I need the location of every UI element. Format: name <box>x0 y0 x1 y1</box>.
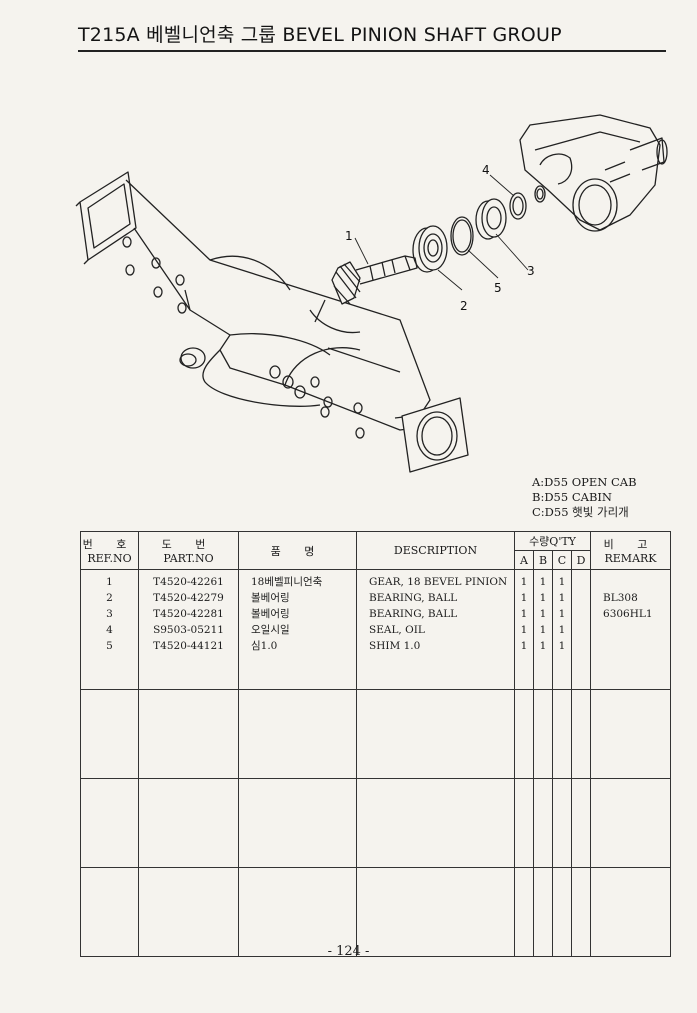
qty-a-header: A <box>514 550 534 570</box>
part-no-column: T4520-42261 T4520-42279 T4520-42281 S950… <box>138 569 239 690</box>
page-number: - 124 - <box>327 944 370 959</box>
table-cell: SEAL, OIL <box>369 624 425 636</box>
table-cell: 6306HL1 <box>603 608 653 620</box>
table-cell: 1 <box>539 640 547 652</box>
table-cell: 4 <box>106 624 113 636</box>
table-cell <box>572 622 590 638</box>
qty-b-column: 1 1 1 1 1 <box>533 569 553 690</box>
qty-c-column: 1 1 1 1 1 <box>552 569 572 690</box>
front-gear-case <box>519 114 668 232</box>
legend-item: C:D55 햇빛 가리개 <box>532 505 629 519</box>
table-cell: SHIM 1.0 <box>369 640 421 652</box>
table-cell <box>591 638 670 654</box>
qty-c-header: C <box>552 550 572 570</box>
table-cell: 1 <box>520 592 528 604</box>
left-axle-flange <box>75 171 137 265</box>
table-cell: T4520-42261 <box>153 576 224 588</box>
table-cell: 1 <box>520 576 528 588</box>
table-cell: 1 <box>558 592 566 604</box>
callout-2: 2 <box>460 299 468 313</box>
description-column: GEAR, 18 BEVEL PINION BEARING, BALL BEAR… <box>356 569 515 690</box>
remark-column: BL308 6306HL1 <box>590 569 672 690</box>
description-header: DESCRIPTION <box>356 531 515 570</box>
front-axle-housing <box>122 179 431 439</box>
callout-3: 3 <box>527 264 535 278</box>
ball-bearing-2 <box>412 225 448 273</box>
korean-name-header: 품 명 <box>238 531 357 570</box>
table-cell: T4520-42281 <box>153 608 224 620</box>
table-cell <box>572 590 590 606</box>
table-cell: 1 <box>520 640 528 652</box>
title-divider <box>78 50 666 52</box>
table-cell <box>572 574 590 590</box>
table-cell: 1 <box>539 592 547 604</box>
table-cell: T4520-42279 <box>153 592 224 604</box>
table-cell: 1 <box>539 608 547 620</box>
oil-seal-4 <box>509 185 546 220</box>
blank-table-row <box>80 689 672 779</box>
blank-table-row <box>80 778 672 868</box>
qty-b-header: B <box>533 550 553 570</box>
korean-name-column: 18베벨피니언축 볼베어링 볼베어링 오일시일 심1.0 <box>238 569 357 690</box>
remark-header: 비 고 REMARK <box>590 531 672 570</box>
table-cell: BEARING, BALL <box>369 592 458 604</box>
table-cell <box>591 574 670 590</box>
parts-table: 번 호 REF.NO 도 번 PART.NO 품 명 DESCRIPTION 수… <box>80 531 672 957</box>
callout-1: 1 <box>345 229 353 243</box>
ref-no-header: 번 호 REF.NO <box>80 531 139 570</box>
table-cell <box>572 606 590 622</box>
blank-table-row <box>80 867 672 957</box>
ref-no-column: 1 2 3 4 5 <box>80 569 139 690</box>
page-title: T215A 베벨니언축 그룹 BEVEL PINION SHAFT GROUP <box>78 24 562 46</box>
table-cell: 1 <box>106 576 113 588</box>
table-cell: 18베벨피니언축 <box>251 576 323 588</box>
part-no-header: 도 번 PART.NO <box>138 531 239 570</box>
table-cell: 3 <box>106 608 113 620</box>
table-cell: 오일시일 <box>251 624 290 636</box>
table-cell: 1 <box>558 624 566 636</box>
model-legend: A:D55 OPEN CAB B:D55 CABIN C:D55 햇빛 가리개 <box>532 475 637 520</box>
table-cell: GEAR, 18 BEVEL PINION <box>369 576 508 588</box>
table-cell: BEARING, BALL <box>369 608 458 620</box>
shim-5 <box>450 216 474 256</box>
table-cell <box>591 622 670 638</box>
table-cell: 볼베어링 <box>251 608 290 620</box>
table-cell <box>572 638 590 654</box>
table-cell: T4520-44121 <box>153 640 224 652</box>
table-cell: 심1.0 <box>251 640 278 652</box>
bevel-pinion-shaft <box>331 255 418 305</box>
callout-5: 5 <box>494 281 502 295</box>
table-cell: 2 <box>106 592 113 604</box>
table-cell: 1 <box>558 576 566 588</box>
table-cell: 1 <box>539 576 547 588</box>
table-cell: 5 <box>106 640 113 652</box>
qty-d-column <box>570 569 592 690</box>
table-cell: 1 <box>539 624 547 636</box>
quantity-header: 수량Q'TY <box>513 531 592 551</box>
table-cell: 1 <box>520 608 528 620</box>
exploded-parts-diagram: 1 2 3 4 5 <box>75 114 668 473</box>
legend-item: B:D55 CABIN <box>532 490 612 504</box>
ball-bearing-3 <box>475 198 507 240</box>
table-cell: BL308 <box>603 592 638 604</box>
table-cell: S9503-05211 <box>153 624 224 636</box>
qty-d-header: D <box>570 550 592 570</box>
table-cell: 1 <box>558 608 566 620</box>
table-cell: 1 <box>558 640 566 652</box>
table-cell: 1 <box>520 624 528 636</box>
legend-item: A:D55 OPEN CAB <box>532 475 637 489</box>
right-axle-flange <box>401 397 469 473</box>
table-cell: 볼베어링 <box>251 592 290 604</box>
callout-4: 4 <box>482 163 490 177</box>
qty-a-column: 1 1 1 1 1 <box>514 569 534 690</box>
